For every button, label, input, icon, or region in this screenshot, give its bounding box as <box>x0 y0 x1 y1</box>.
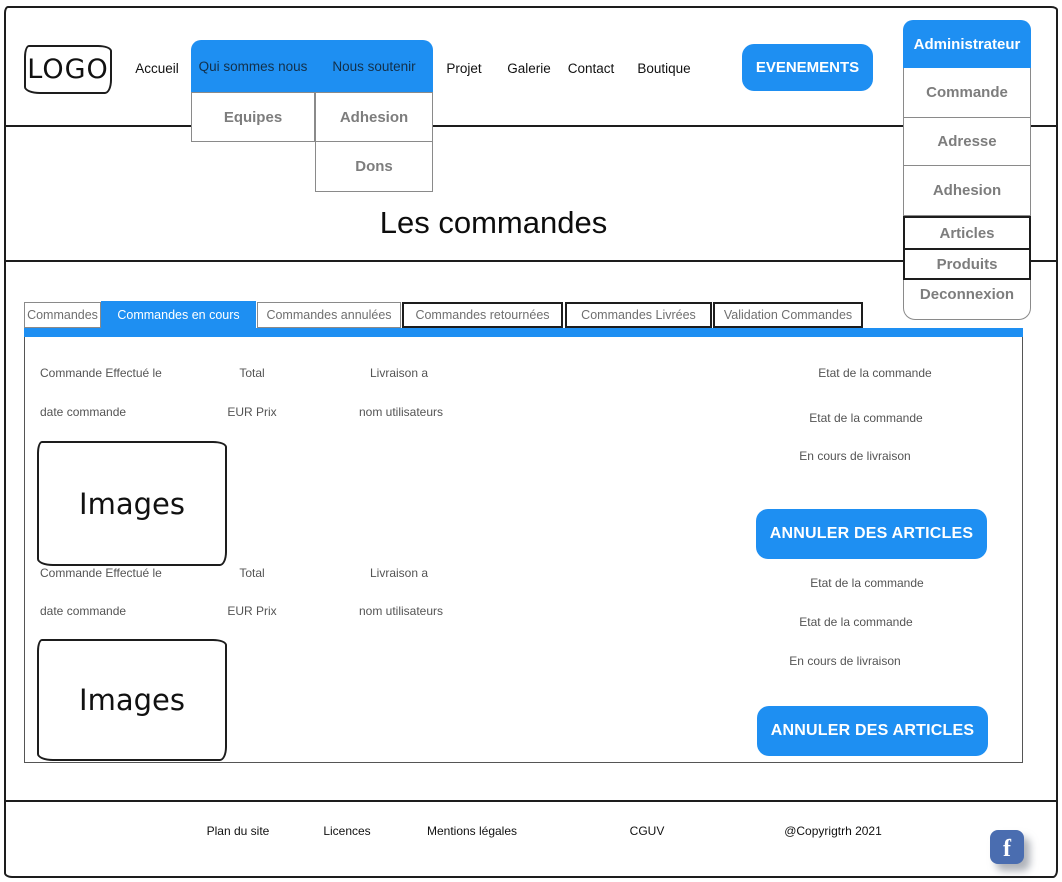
footer-link-cguv[interactable]: CGUV <box>629 824 665 838</box>
annuler-des-articles-button[interactable]: ANNULER DES ARTICLES <box>757 706 988 756</box>
nav-item-boutique[interactable]: Boutique <box>637 61 691 76</box>
tab-label: Commandes annulées <box>266 308 392 322</box>
facebook-icon[interactable]: f <box>990 830 1024 864</box>
tab-commandes-annulees[interactable]: Commandes annulées <box>257 302 401 328</box>
dropdown-item-adhesion[interactable]: Adhesion <box>315 92 433 142</box>
admin-item-commande[interactable]: Commande <box>903 68 1031 118</box>
logo[interactable]: LOGO <box>24 45 112 94</box>
dropdown-item-equipes[interactable]: Equipes <box>191 92 315 142</box>
admin-menu-header[interactable]: Administrateur <box>903 20 1031 68</box>
tab-commandes-en-cours[interactable]: Commandes en cours <box>101 301 256 328</box>
order-label-delivery: Livraison a <box>369 366 429 380</box>
admin-menu: Administrateur Commande Adresse Adhesion… <box>903 20 1031 320</box>
admin-item-produits[interactable]: Produits <box>903 250 1031 280</box>
order-value-total: EUR Prix <box>227 405 277 419</box>
nav-item-qui-sommes-nous[interactable]: Qui sommes nous <box>191 40 315 92</box>
footer-divider <box>6 800 1056 802</box>
tab-validation-commandes[interactable]: Validation Commandes <box>713 302 863 328</box>
footer-copyright: @Copyrigtrh 2021 <box>784 824 882 838</box>
tab-label: Commandes <box>27 308 98 322</box>
order-value-status: Etat de la commande <box>799 615 913 629</box>
nav-item-galerie[interactable]: Galerie <box>507 61 551 76</box>
nav-item-projet[interactable]: Projet <box>446 61 482 76</box>
admin-item-adresse[interactable]: Adresse <box>903 118 1031 166</box>
order-value-date: date commande <box>40 405 127 419</box>
tab-commandes-livrees[interactable]: Commandes Livrées <box>565 302 712 328</box>
tab-label: Validation Commandes <box>723 308 853 322</box>
admin-item-adhesion[interactable]: Adhesion <box>903 166 1031 216</box>
order-image-placeholder: Images <box>37 639 227 761</box>
tab-commandes-retournees[interactable]: Commandes retournées <box>402 302 563 328</box>
evenements-button[interactable]: EVENEMENTS <box>742 44 873 91</box>
footer-link-plan-du-site[interactable]: Plan du site <box>206 824 270 838</box>
header-divider <box>6 125 1056 127</box>
footer-link-mentions-legales[interactable]: Mentions légales <box>426 824 518 838</box>
order-value-total: EUR Prix <box>227 604 277 618</box>
facebook-f-glyph: f <box>1003 836 1011 862</box>
order-status-detail: En cours de livraison <box>799 449 911 463</box>
nav-item-label: Nous soutenir <box>332 58 416 74</box>
order-label-total: Total <box>239 366 265 380</box>
orders-panel: Commande Effectué le Total Livraison a E… <box>24 337 1023 763</box>
dropdown-item-dons[interactable]: Dons <box>315 142 433 192</box>
tab-label: Commandes en cours <box>117 307 240 322</box>
tab-label: Commandes Livrées <box>581 308 696 322</box>
page-frame: LOGO Accueil Qui sommes nous Nous souten… <box>4 6 1058 878</box>
tab-label: Commandes retournées <box>415 308 550 322</box>
nav-item-contact[interactable]: Contact <box>567 61 615 76</box>
order-value-delivery: nom utilisateurs <box>358 405 444 419</box>
order-label-status: Etat de la commande <box>810 576 924 590</box>
admin-item-deconnexion[interactable]: Deconnexion <box>903 280 1031 320</box>
footer-link-licences[interactable]: Licences <box>323 824 371 838</box>
tab-commandes[interactable]: Commandes <box>24 302 101 328</box>
admin-item-articles[interactable]: Articles <box>903 216 1031 250</box>
order-image-placeholder: Images <box>37 441 227 566</box>
page-title: Les commandes <box>379 205 608 240</box>
order-label-date: Commande Effectué le <box>40 366 162 380</box>
order-label-date: Commande Effectué le <box>40 566 162 580</box>
nav-item-accueil[interactable]: Accueil <box>135 61 179 76</box>
nav-item-label: Qui sommes nous <box>198 58 308 74</box>
annuler-des-articles-button[interactable]: ANNULER DES ARTICLES <box>756 509 987 559</box>
order-label-total: Total <box>239 566 265 580</box>
order-status-detail: En cours de livraison <box>789 654 901 668</box>
order-value-status: Etat de la commande <box>809 411 923 425</box>
nav-item-nous-soutenir[interactable]: Nous soutenir <box>315 40 433 92</box>
order-label-delivery: Livraison a <box>369 566 429 580</box>
order-label-status: Etat de la commande <box>818 366 932 380</box>
order-value-delivery: nom utilisateurs <box>358 604 444 618</box>
title-divider <box>6 260 1056 262</box>
tab-accent-bar <box>24 328 1023 337</box>
order-value-date: date commande <box>40 604 127 618</box>
